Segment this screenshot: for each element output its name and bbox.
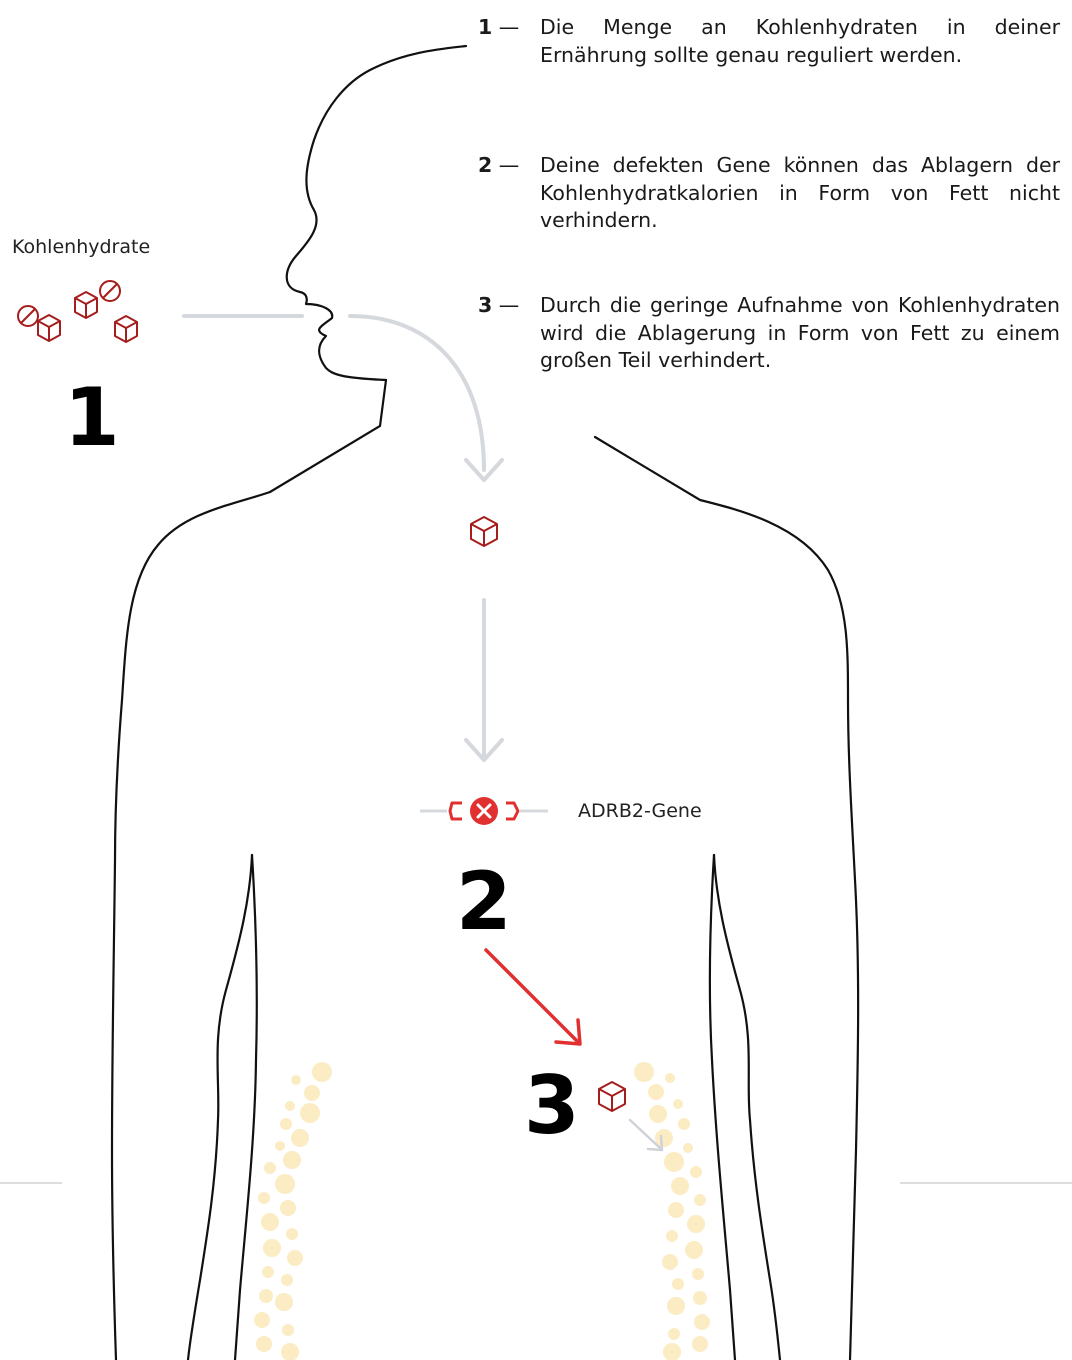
cube-icon <box>75 292 97 318</box>
fat-arrow-line <box>486 950 578 1042</box>
note-number: 2 <box>478 153 492 177</box>
note-3: 3 — Durch die geringe Aufnahme von Kohle… <box>478 292 1060 375</box>
cube-icon <box>471 517 497 546</box>
right-torso-line <box>714 855 780 1360</box>
step-number-2: 2 <box>456 862 512 942</box>
note-text: Deine defekten Gene können das Ablagern … <box>540 152 1060 235</box>
step-number-3: 3 <box>524 1066 580 1146</box>
right-waist-line <box>710 855 735 1360</box>
note-1: 1 — Die Menge an Kohlenhydraten in deine… <box>478 14 1060 69</box>
carbs-label: Kohlenhydrate <box>12 236 150 258</box>
note-2: 2 — Deine defekten Gene können das Ablag… <box>478 152 1060 235</box>
blocked-icon <box>18 306 38 326</box>
note-text: Durch die geringe Aufnahme von Kohlenhyd… <box>540 292 1060 375</box>
cube-icon <box>599 1082 625 1111</box>
fat-deposit-right <box>634 1062 710 1360</box>
neck-outline <box>270 380 386 492</box>
defective-gene-icon <box>420 797 548 825</box>
left-waist-line <box>235 855 257 1360</box>
blocked-icon <box>100 281 120 301</box>
carbs-icon <box>18 281 137 342</box>
note-number: 1 <box>478 15 492 39</box>
note-text: Die Menge an Kohlenhydraten in deiner Er… <box>540 14 1060 69</box>
note-dash: — <box>499 153 520 177</box>
right-arm-outer <box>595 437 858 1360</box>
digestion-arrow-curve <box>350 316 484 470</box>
storage-arrow-line <box>630 1120 660 1148</box>
cube-icon <box>38 315 60 341</box>
cube-icon <box>115 316 137 342</box>
left-torso-line <box>188 855 252 1360</box>
head-outline <box>287 46 466 380</box>
fat-deposit-left <box>254 1062 332 1360</box>
gene-label: ADRB2-Gene <box>578 800 702 822</box>
step-number-1: 1 <box>64 378 120 458</box>
note-dash: — <box>499 15 520 39</box>
note-dash: — <box>499 293 520 317</box>
note-number: 3 <box>478 293 492 317</box>
